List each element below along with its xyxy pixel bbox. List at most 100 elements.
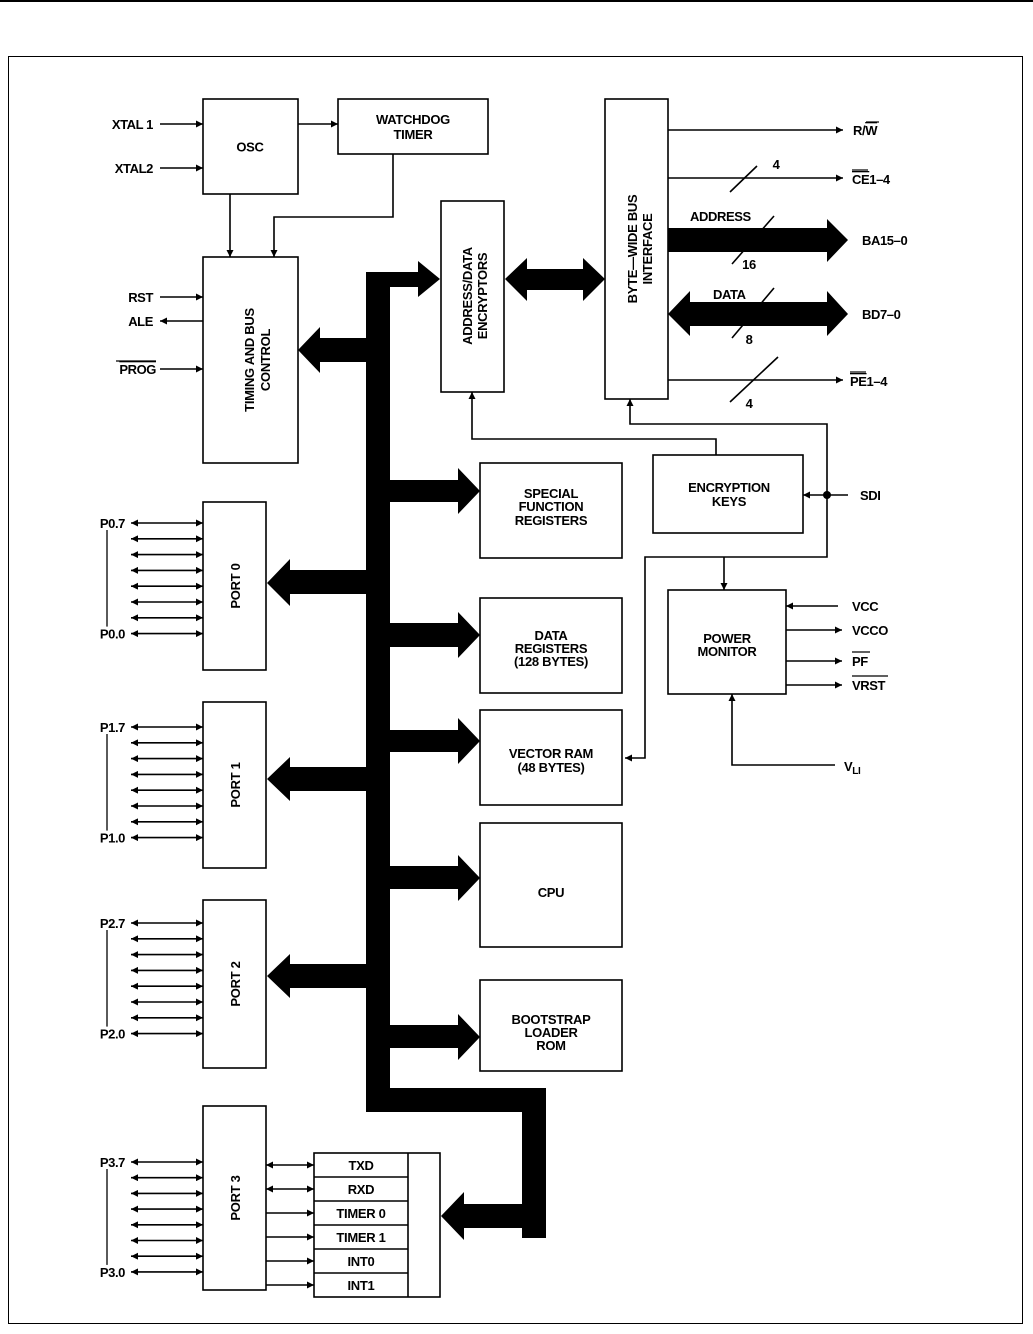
- osc-label: OSC: [236, 139, 264, 154]
- port-3-block: PORT 3P3.7P3.0: [100, 1105, 267, 1291]
- sfr-label-2: FUNCTION: [519, 499, 584, 514]
- port-0-block: PORT 0 P0.7P0.0: [100, 501, 267, 671]
- port-0-label: PORT 0: [228, 563, 243, 608]
- data-label: DATA: [713, 287, 747, 302]
- osc-block: OSC: [202, 98, 299, 195]
- figure-frame: [8, 56, 1023, 1324]
- pin-bd: BD7–0: [862, 307, 901, 322]
- pin-ale: ALE: [128, 314, 154, 329]
- data-width: 8: [746, 332, 753, 347]
- power-monitor-label-1: POWER: [703, 631, 752, 646]
- bus-to-encryptors-arrow: [366, 261, 440, 297]
- data-regs-label-3: (128 BYTES): [514, 654, 588, 669]
- sfr-label-3: REGISTERS: [515, 513, 588, 528]
- bus-to-data-regs-arrow: [390, 612, 480, 658]
- bus-to-port2-arrow: [267, 954, 366, 998]
- watchdog-to-timing-arrow: [270, 154, 394, 257]
- pe-width-slash: [729, 356, 779, 403]
- power-monitor-label-2: MONITOR: [697, 644, 757, 659]
- port-2-label: PORT 2: [228, 961, 243, 1006]
- address-width-slash: [731, 215, 775, 265]
- pin-pe: PE1–4: [850, 374, 888, 389]
- pin-xtal1: XTAL 1: [112, 117, 153, 132]
- bus-to-timing-arrow: [298, 327, 366, 373]
- power-monitor-block: POWER MONITOR: [667, 589, 787, 695]
- bootstrap-label-3: ROM: [536, 1038, 565, 1053]
- bootstrap-label-1: BOOTSTRAP: [512, 1012, 592, 1027]
- data-regs-label-2: REGISTERS: [515, 641, 588, 656]
- bus-to-vector-ram-arrow: [390, 718, 480, 764]
- bus-interface-label-1: BYTE—WIDE BUS: [625, 194, 640, 303]
- bus-trunk: [366, 272, 390, 1112]
- port-3-label: PORT 3: [228, 1175, 243, 1220]
- port-1-label: PORT 1: [228, 762, 243, 807]
- watchdog-label-2: TIMER: [394, 127, 434, 142]
- port3-function-rxd: RXD: [348, 1182, 375, 1197]
- bus-bottom-run: [366, 1088, 546, 1112]
- pin-ce-suffix: 1–4: [869, 172, 891, 187]
- pin-pf: PF: [852, 654, 868, 669]
- encryptors-label-1: ADDRESS/DATA: [460, 246, 475, 345]
- encryption-keys-block: ENCRYPTION KEYS: [652, 454, 804, 534]
- port-1-pin-low: P1.0: [100, 831, 125, 846]
- ce-width: 4: [773, 157, 781, 172]
- port-2-pin-low: P2.0: [100, 1027, 125, 1042]
- timing-bus-control-block: TIMING AND BUS CONTROL: [202, 256, 299, 464]
- bus-to-port3-functions-arrow: [441, 1192, 546, 1240]
- pin-ce-name: CE: [852, 172, 870, 187]
- pin-vrst: VRST: [852, 678, 886, 693]
- watchdog-timer-block: WATCHDOG TIMER: [337, 98, 489, 155]
- port-0-pin-high: P0.7: [100, 516, 125, 531]
- port-2-pin-high: P2.7: [100, 916, 125, 931]
- bootstrap-loader-rom-block: BOOTSTRAP LOADER ROM: [479, 979, 623, 1072]
- port3-function-timer-1: TIMER 1: [336, 1230, 385, 1245]
- sdi-to-bus-interface-arrow: [626, 399, 828, 494]
- address-bus-arrow: [668, 219, 848, 262]
- cpu-block: CPU: [479, 822, 623, 948]
- port-2-block: PORT 2 P2.7P2.0: [100, 899, 267, 1069]
- bus-to-bootstrap-arrow: [390, 1014, 480, 1060]
- bus-interface-label-2: INTERFACE: [640, 213, 655, 285]
- encryptors-label-2: ENCRYPTORS: [475, 252, 490, 339]
- pe-width: 4: [746, 396, 754, 411]
- pin-rw: R/W: [853, 123, 878, 138]
- address-label: ADDRESS: [690, 209, 751, 224]
- bus-to-sfr-arrow: [390, 468, 480, 514]
- vector-ram-label-1: VECTOR RAM: [509, 746, 593, 761]
- data-bus-arrow: [668, 291, 848, 336]
- vector-ram-block: VECTOR RAM (48 BYTES): [479, 709, 623, 806]
- encryptors-bus-interface-link: [505, 258, 605, 301]
- keys-to-encryptors-arrow: [468, 392, 717, 455]
- port-0-pin-low: P0.0: [100, 627, 125, 642]
- bootstrap-label-2: LOADER: [524, 1025, 578, 1040]
- pin-rst: RST: [128, 290, 153, 305]
- address-width: 16: [742, 257, 756, 272]
- pin-rw-r: R/: [853, 123, 866, 138]
- bus-to-port0-arrow: [267, 559, 366, 606]
- cpu-label: CPU: [538, 885, 565, 900]
- address-data-encryptors-block: ADDRESS/DATA ENCRYPTORS: [440, 200, 505, 393]
- port3-function-timer-0: TIMER 0: [336, 1206, 385, 1221]
- sdi-to-vector-ram-arrow: [625, 495, 828, 762]
- port3-function-txd: TXD: [348, 1158, 373, 1173]
- data-regs-label-1: DATA: [535, 628, 569, 643]
- pin-vcco: VCCO: [852, 623, 888, 638]
- port-1-pin-high: P1.7: [100, 720, 125, 735]
- pin-ba: BA15–0: [862, 233, 907, 248]
- timing-label-2: CONTROL: [258, 329, 273, 392]
- pin-vli-base: V: [844, 759, 853, 774]
- port-1-block: PORT 1 P1.7P1.0: [100, 701, 267, 869]
- vli-arrow: [728, 694, 835, 766]
- data-width-slash: [731, 287, 775, 339]
- bus-to-cpu-arrow: [390, 855, 480, 901]
- port3-function-int1: INT1: [348, 1278, 375, 1293]
- pin-pe-suffix: 1–4: [867, 374, 889, 389]
- pin-pe-name: PE: [850, 374, 867, 389]
- pin-prog: PROG: [119, 362, 156, 377]
- vector-ram-label-2: (48 BYTES): [517, 760, 584, 775]
- pin-rw-w: W: [865, 123, 878, 138]
- enc-keys-label-2: KEYS: [712, 494, 747, 509]
- data-registers-block: DATA REGISTERS (128 BYTES): [479, 597, 623, 694]
- sfr-label-1: SPECIAL: [524, 486, 579, 501]
